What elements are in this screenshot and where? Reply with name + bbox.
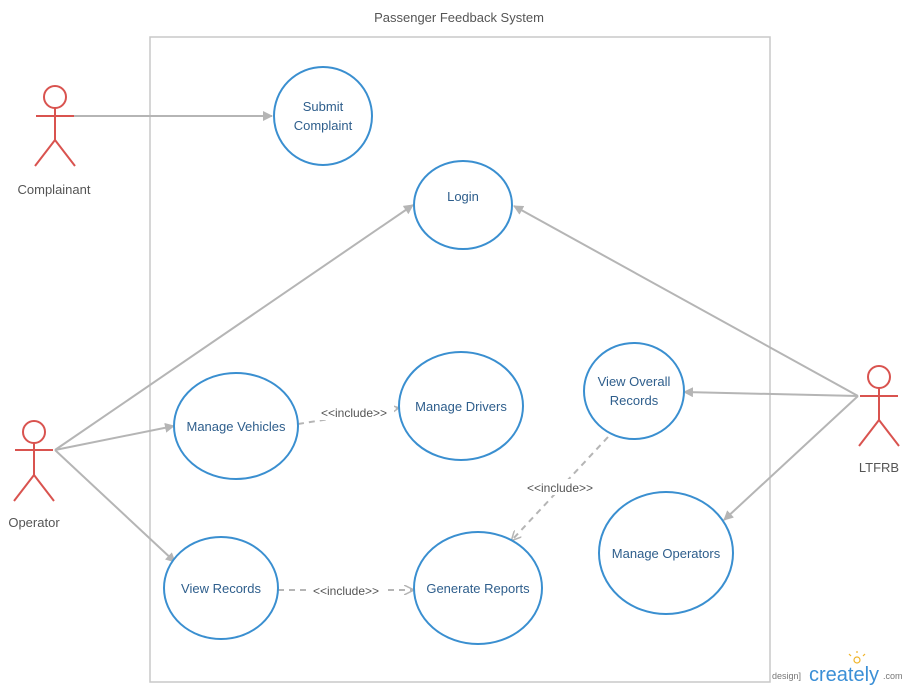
actor-leg-right xyxy=(33,474,55,502)
include-vehicles-drivers xyxy=(297,408,398,425)
use-case-label: Complaint xyxy=(294,118,353,133)
assoc-operator-manage-vehicles xyxy=(54,422,175,451)
use-case-label: View Overall xyxy=(598,374,671,389)
use-case-view-overall-records[interactable]: View Overall Records xyxy=(583,342,685,440)
actor-leg-left xyxy=(13,474,35,502)
actor-complainant[interactable] xyxy=(34,85,76,167)
actor-ltfrb[interactable] xyxy=(858,365,900,447)
use-case-generate-reports[interactable]: Generate Reports xyxy=(413,531,543,645)
use-case-label: Manage Operators xyxy=(612,546,721,561)
actor-label-complainant: Complainant xyxy=(18,182,91,197)
actor-leg-left xyxy=(34,139,56,167)
assoc-ltfrb-login xyxy=(513,205,859,397)
use-case-label: Manage Vehicles xyxy=(186,419,286,434)
watermark-suffix: .com xyxy=(883,671,903,681)
use-case-manage-vehicles[interactable]: Manage Vehicles xyxy=(173,372,299,480)
include-label-1-group: <<include>> xyxy=(314,404,394,420)
assoc-ltfrb-view-overall xyxy=(683,387,859,398)
use-case-label: Login xyxy=(447,189,479,204)
use-case-label: Generate Reports xyxy=(426,581,530,596)
system-boundary xyxy=(149,36,771,683)
sun-icon xyxy=(848,651,866,664)
use-case-login[interactable]: Login xyxy=(413,160,513,250)
actor-head xyxy=(22,420,46,444)
assoc-ltfrb-manage-operators xyxy=(723,395,859,521)
assoc-operator-view-records xyxy=(54,449,176,563)
actor-label-operator: Operator xyxy=(8,515,60,530)
actor-leg-right xyxy=(878,419,900,447)
actor-operator[interactable] xyxy=(13,420,55,502)
assoc-operator-login xyxy=(54,204,414,451)
use-case-submit-complaint[interactable]: Submit Complaint xyxy=(273,66,373,166)
watermark-prefix: design] xyxy=(772,671,801,681)
associations xyxy=(54,111,859,563)
include-label-2: <<include>> xyxy=(313,584,379,598)
actor-leg-right xyxy=(54,139,76,167)
use-case-label: Submit xyxy=(303,99,344,114)
system-title: Passenger Feedback System xyxy=(374,10,544,25)
actor-leg-left xyxy=(858,419,880,447)
actor-label-ltfrb: LTFRB xyxy=(859,460,899,475)
include-label-3-group: <<include>> xyxy=(520,479,600,495)
use-case-manage-operators[interactable]: Manage Operators xyxy=(598,491,734,615)
include-label-3: <<include>> xyxy=(527,481,593,495)
creately-watermark[interactable]: design] creately .com xyxy=(772,651,903,686)
include-label-1: <<include>> xyxy=(321,406,387,420)
use-case-label: Manage Drivers xyxy=(415,399,507,414)
use-case-manage-drivers[interactable]: Manage Drivers xyxy=(398,351,524,461)
watermark-brand: creately xyxy=(809,664,879,686)
use-case-label: View Records xyxy=(181,581,261,596)
use-case-label: Records xyxy=(610,393,659,408)
actor-head xyxy=(867,365,891,389)
use-case-view-records[interactable]: View Records xyxy=(163,536,279,640)
actor-head xyxy=(43,85,67,109)
include-label-2-group: <<include>> xyxy=(306,582,386,598)
